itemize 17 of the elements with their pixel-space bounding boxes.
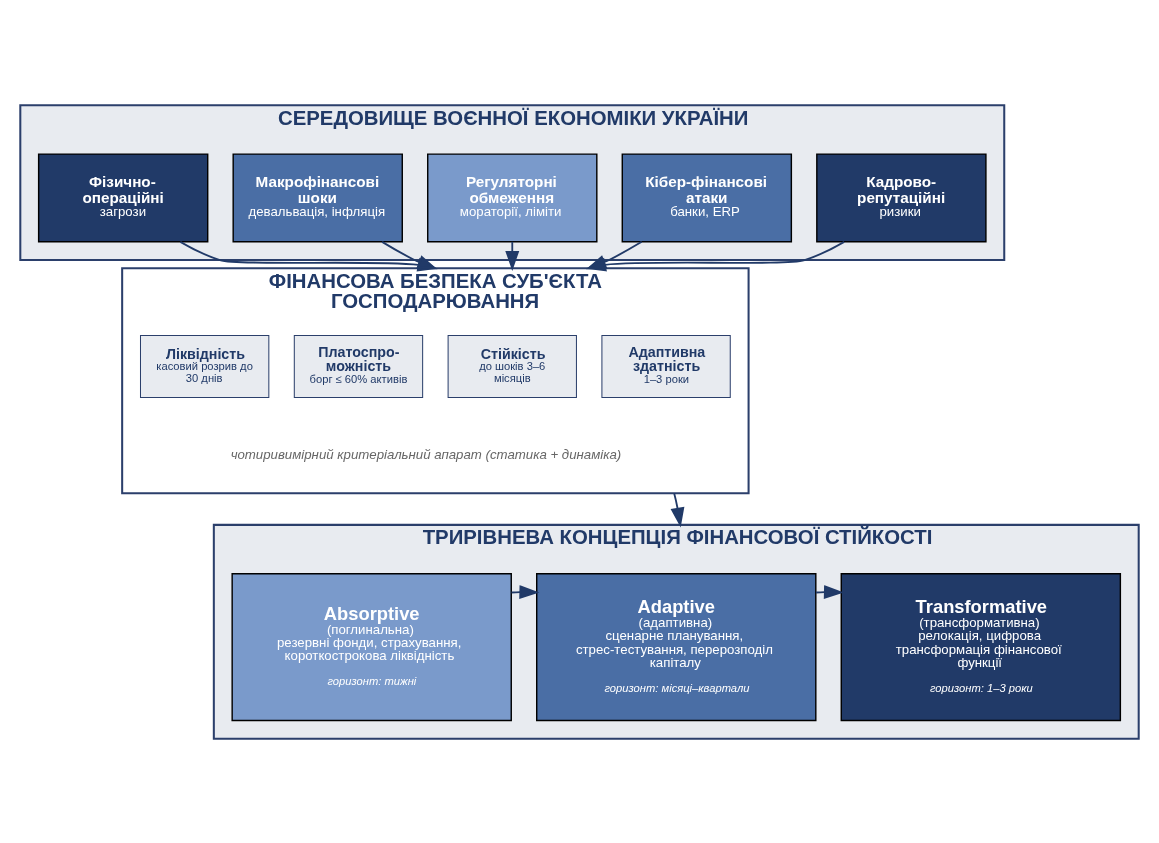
node-box: Кібер-фінансові атаки банки, ERP [621, 152, 793, 242]
node-box: Absorptive (поглинальна) резервні фонди, страхування, короткострокова ліквідність горизонт: тижні [231, 572, 512, 721]
node-box: Адаптивна здатність 1–3 роки [601, 334, 731, 398]
node-box: Фізично- операційні загрози [37, 152, 209, 242]
arrow [381, 240, 438, 269]
arrow [670, 491, 685, 528]
node-box: Кадрово- репутаційні ризики [816, 152, 987, 242]
arrow [505, 240, 520, 271]
node-box: Adaptive (адаптивна) сценарне планування, стрес-тестування, перерозподіл капіталу горизонт: місяці–квартали [536, 572, 817, 721]
arrow [815, 584, 844, 599]
node-box: Платоспро- можність борг ≤ 60% активів [293, 334, 424, 398]
node-box: Стійкість до шоків 3–6 місяців [447, 334, 577, 398]
node-box: Регуляторні обмеження мораторії, ліміти [427, 152, 598, 242]
node-box: Ліквідність касовий розрив до 30 днів [140, 334, 270, 398]
node-box: Макрофінансові шоки девальвація, інфляція [232, 152, 403, 242]
node-box: Transformative (трансформативна) релокація, цифрова трансформація фінансової функції горизонт: 1–3 роки [840, 572, 1122, 721]
arrow [510, 584, 540, 599]
